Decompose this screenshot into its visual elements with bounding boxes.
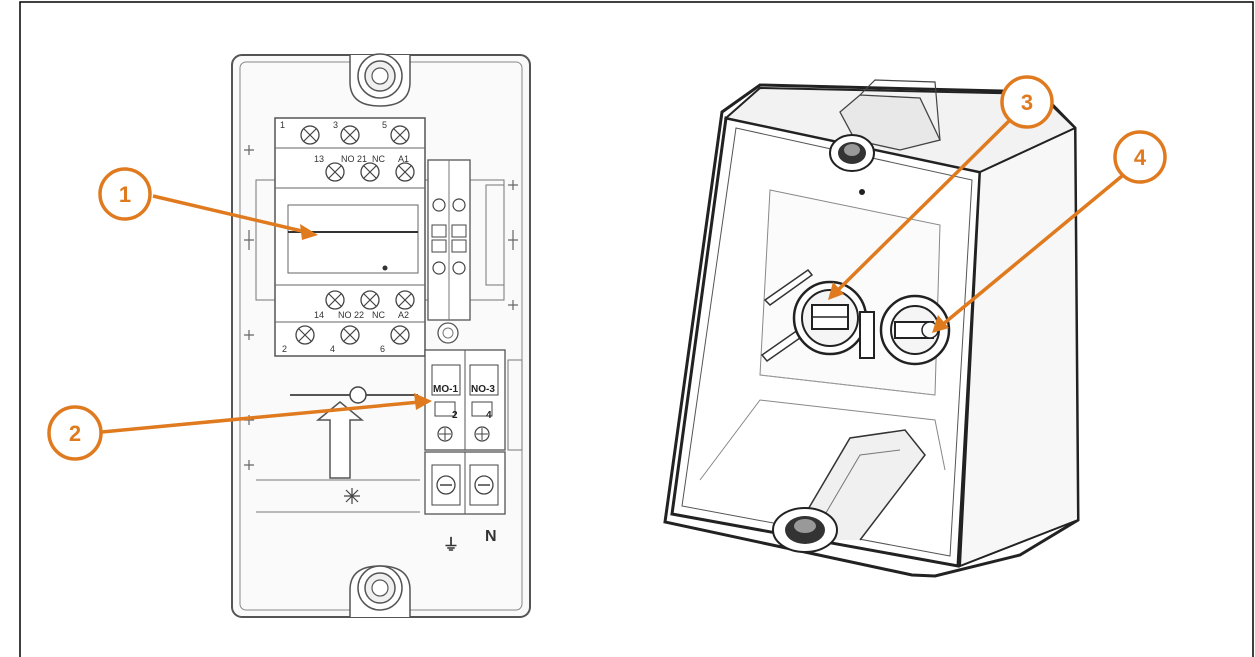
rear-bottom-screw	[772, 429, 926, 553]
terminal-label-a1: A1	[398, 154, 409, 164]
pushbutton-housing-3	[792, 280, 875, 359]
terminal-strip	[427, 159, 505, 321]
terminal-label-1: 1	[280, 120, 285, 130]
neutral-label: N	[485, 528, 497, 545]
power-terminals	[424, 451, 506, 515]
enclosure-front-view: 1 3 5 13 NO 21 NC A1 14 NO 22 NC A2 2 4 …	[231, 53, 531, 618]
aux-num-left: 2	[452, 410, 458, 421]
top-mount-screw	[349, 53, 411, 107]
pushbutton-housing-4	[879, 294, 951, 366]
terminal-label-no22: NO 22	[338, 310, 364, 320]
terminal-label-3: 3	[333, 120, 338, 130]
callout-2: 2	[47, 393, 432, 461]
callout-label-2: 2	[69, 421, 81, 446]
terminal-label-2: 2	[282, 344, 287, 354]
terminal-label-a2: A2	[398, 310, 409, 320]
contactor: 1 3 5 13 NO 21 NC A1 14 NO 22 NC A2 2 4 …	[274, 117, 426, 357]
rotary-lever	[256, 386, 420, 513]
aux-label-left: MO-1	[433, 384, 458, 395]
callout-label-4: 4	[1134, 145, 1147, 170]
aux-label-right: NO-3	[471, 384, 495, 395]
frame-border	[19, 1, 1254, 657]
ground-symbol-label: ⏚	[443, 536, 459, 554]
callout-label-3: 3	[1021, 90, 1033, 115]
terminal-label-no21: NO 21	[341, 154, 367, 164]
side-clips-right	[508, 180, 518, 310]
callout-4: 4	[932, 130, 1167, 333]
auxiliary-block: MO-1 NO-3 2 4	[424, 349, 523, 451]
aux-num-right: 4	[486, 410, 492, 421]
terminal-label-6: 6	[380, 344, 385, 354]
cable-grommet	[437, 322, 459, 344]
terminal-label-nc-top: NC	[372, 154, 385, 164]
terminal-label-nc-bot: NC	[372, 310, 385, 320]
terminal-label-14: 14	[314, 310, 324, 320]
callout-3: 3	[828, 75, 1054, 300]
rear-top-screw	[829, 134, 875, 195]
terminal-label-4: 4	[330, 344, 335, 354]
enclosure-rear-view	[663, 79, 1080, 578]
terminal-label-5: 5	[382, 120, 387, 130]
terminal-label-13: 13	[314, 154, 324, 164]
callout-1: 1	[98, 167, 318, 240]
callout-label-1: 1	[119, 182, 131, 207]
bottom-mount-screw	[349, 565, 411, 617]
